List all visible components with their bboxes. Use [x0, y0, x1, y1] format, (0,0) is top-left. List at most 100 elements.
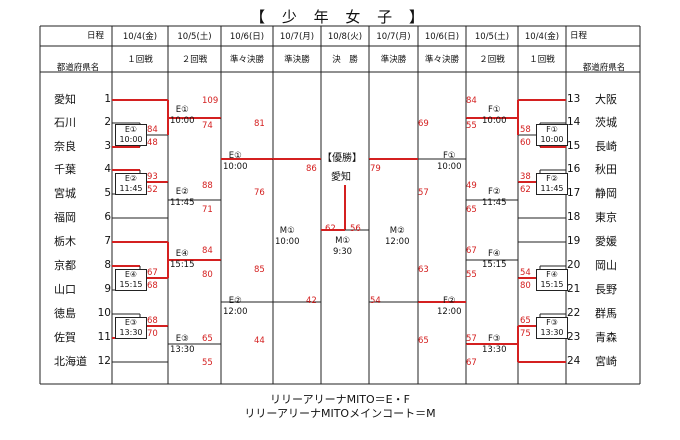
round-header: 準決勝	[380, 55, 407, 65]
score: 52	[147, 185, 158, 195]
match-time: 13:30	[540, 328, 564, 337]
match-time: 9:30	[333, 247, 353, 257]
team-name-left: 徳島	[54, 307, 76, 320]
seed-left: 8	[104, 259, 111, 271]
team-name-right: 東京	[595, 211, 617, 224]
score: 75	[520, 329, 531, 339]
seed-right: 13	[567, 93, 581, 105]
final-score-right: 56	[350, 224, 361, 234]
match-time: 10:00	[540, 135, 564, 144]
score: 93	[147, 172, 158, 182]
page-title: 【 少 年 女 子 】	[250, 8, 430, 26]
footer-venue-ef: リリーアリーナMITO＝E・F	[270, 393, 410, 406]
score: 81	[254, 119, 265, 129]
match-label: F③	[546, 318, 558, 327]
final-score-left: 62	[325, 224, 336, 234]
schedule-header: 日程	[86, 31, 104, 41]
team-name-right: 青森	[595, 331, 617, 344]
score: 67	[147, 268, 158, 278]
footer-venue-m: リリーアリーナMITOメインコート＝M	[244, 407, 436, 420]
score: 58	[520, 125, 531, 135]
score: 71	[202, 205, 213, 215]
seed-left: 2	[104, 116, 111, 128]
match-label: E④	[175, 249, 189, 259]
team-name-left: 宮城	[54, 187, 76, 200]
team-name-right: 群馬	[595, 307, 617, 320]
match-label: M①	[279, 226, 295, 236]
seed-right: 16	[567, 163, 581, 175]
match-time: 15:15	[540, 280, 564, 289]
match-time: 13:30	[119, 328, 143, 337]
score: 55	[466, 121, 477, 131]
score: 57	[418, 188, 429, 198]
score: 68	[147, 316, 158, 326]
score: 74	[202, 121, 213, 131]
seed-left: 4	[104, 163, 111, 175]
score: 70	[147, 329, 158, 339]
match-label: E②	[175, 187, 189, 197]
score: 55	[202, 358, 213, 368]
date-header: 10/4(金)	[524, 32, 560, 42]
score: 85	[254, 265, 265, 275]
score: 48	[147, 138, 158, 148]
match-time: 11:45	[170, 198, 195, 208]
match-label: E①	[228, 151, 242, 161]
round-header: ２回戦	[479, 55, 505, 65]
seed-left: 5	[104, 187, 111, 199]
match-label: F④	[546, 270, 558, 279]
date-header: 10/6(日)	[424, 32, 460, 42]
seed-right: 14	[567, 116, 581, 128]
match-label: E③	[175, 334, 189, 344]
seed-right: 23	[567, 331, 581, 343]
schedule-header: 日程	[570, 31, 588, 41]
score: 67	[466, 246, 477, 256]
match-label: F④	[487, 249, 501, 259]
match-label: F①	[442, 151, 456, 161]
team-name-left: 北海道	[54, 355, 87, 368]
match-label: F②	[487, 187, 501, 197]
seed-left: 11	[97, 331, 111, 343]
match-time: 11:45	[482, 198, 507, 208]
score: 63	[418, 265, 429, 275]
team-name-right: 茨城	[595, 116, 617, 129]
match-time: 10:00	[119, 135, 143, 144]
match-time: 12:00	[437, 307, 462, 317]
score: 57	[466, 334, 477, 344]
seed-right: 19	[567, 235, 581, 247]
score: 54	[370, 296, 381, 306]
match-label: F②	[442, 296, 456, 306]
team-name-left: 千葉	[54, 163, 76, 176]
seed-left: 3	[104, 140, 111, 152]
match-time: 15:15	[119, 280, 143, 289]
seed-left: 12	[97, 355, 111, 367]
match-label: F①	[546, 125, 558, 134]
seed-left: 10	[97, 307, 111, 319]
date-header: 10/6(日)	[229, 32, 265, 42]
round-header: １回戦	[529, 55, 555, 65]
seed-right: 20	[567, 259, 581, 271]
round-header: 決 勝	[332, 55, 358, 65]
score: 84	[466, 96, 477, 106]
date-header: 10/8(火)	[327, 32, 363, 42]
team-name-right: 長崎	[595, 140, 617, 153]
team-name-right: 秋田	[595, 163, 617, 176]
score: 49	[466, 181, 477, 191]
score: 65	[202, 334, 213, 344]
champion-label: 【優勝】	[322, 153, 362, 164]
round-header: ２回戦	[181, 55, 208, 65]
score: 54	[520, 268, 531, 278]
seed-right: 21	[567, 283, 581, 295]
date-header: 10/4(金)	[122, 32, 158, 42]
match-label: M①	[335, 236, 351, 246]
team-name-left: 山口	[54, 283, 76, 296]
round-header: 準決勝	[284, 55, 310, 65]
